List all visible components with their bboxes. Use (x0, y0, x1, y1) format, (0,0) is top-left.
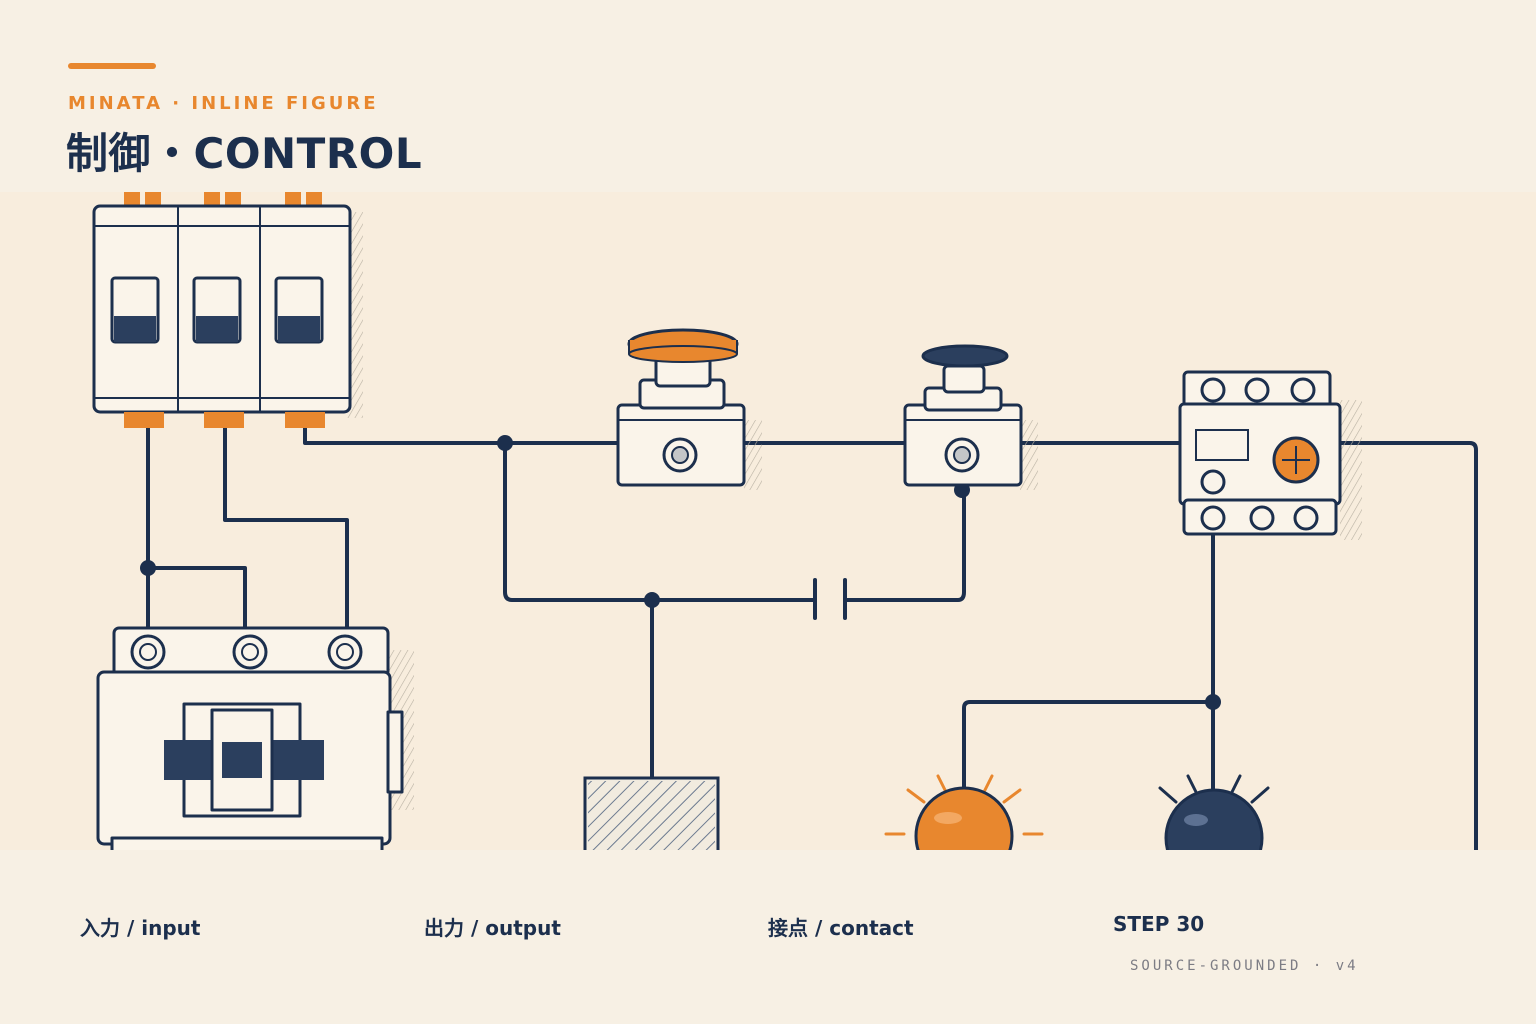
legend-output-label: 出力 / output (424, 916, 561, 940)
source-meta: SOURCE-GROUNDED · v4 (1130, 958, 1359, 974)
orange-indicator-lamp (884, 774, 1044, 850)
navy-indicator-lamp (1158, 774, 1270, 850)
contactor (96, 626, 414, 850)
hatched-output-block (583, 776, 720, 850)
accent-bar (68, 63, 156, 69)
wires (146, 426, 1478, 850)
page-title: 制御・CONTROL (66, 129, 423, 178)
eyebrow-label: MINATA · INLINE FIGURE (68, 93, 379, 114)
control-circuit-diagram (0, 192, 1536, 850)
step-label: STEP 30 (1113, 912, 1205, 936)
relay-module (1178, 370, 1362, 540)
junction-dots (140, 435, 1221, 710)
three-pole-circuit-breaker (92, 192, 363, 428)
legend-contact-label: 接点 / contact (768, 916, 914, 940)
contact-symbol (813, 578, 847, 620)
navy-push-button (903, 344, 1038, 490)
legend-input-label: 入力 / input (80, 916, 201, 940)
orange-push-button (616, 328, 762, 490)
